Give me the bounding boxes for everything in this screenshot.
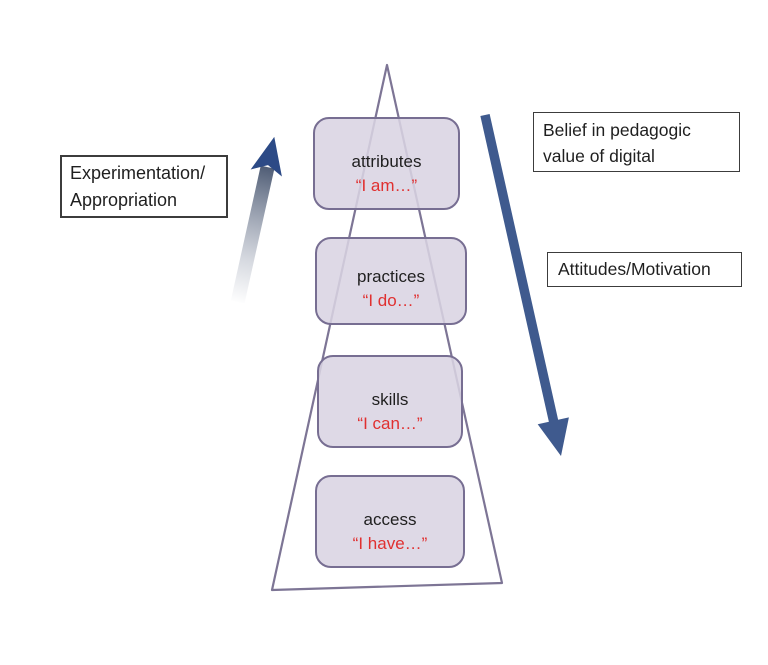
pyramid-level-practices: practices “I do…” (315, 237, 467, 325)
level-label: attributes (351, 152, 422, 171)
label-line: Belief in pedagogic (543, 120, 691, 140)
pyramid-level-skills: skills “I can…” (317, 355, 463, 448)
up-arrow-head (250, 136, 282, 177)
up-arrow-icon (230, 136, 282, 304)
down-arrow-icon (480, 113, 569, 456)
label-line: value of digital (543, 146, 655, 166)
level-quote: “I am…” (355, 176, 418, 195)
label-attitudes-motivation: Attitudes/Motivation (547, 252, 742, 287)
label-line: Experimentation/ (70, 163, 206, 183)
label-experimentation-appropriation: Experimentation/ Appropriation (60, 155, 228, 218)
label-line: Appropriation (70, 190, 178, 210)
label-belief-in-pedagogic-value: Belief in pedagogic value of digital (533, 112, 740, 172)
level-label: skills (371, 390, 409, 409)
level-quote: “I can…” (357, 414, 423, 433)
up-arrow-shaft (230, 165, 275, 304)
pyramid-level-access: access “I have…” (315, 475, 465, 568)
down-arrow-head (537, 417, 569, 456)
level-quote: “I do…” (362, 291, 420, 310)
level-label: practices (356, 267, 426, 286)
label-line: Attitudes/Motivation (558, 259, 711, 279)
level-quote: “I have…” (352, 534, 428, 553)
pyramid-level-attributes: attributes “I am…” (313, 117, 460, 210)
level-label: access (363, 510, 417, 529)
down-arrow-shaft (480, 113, 559, 425)
